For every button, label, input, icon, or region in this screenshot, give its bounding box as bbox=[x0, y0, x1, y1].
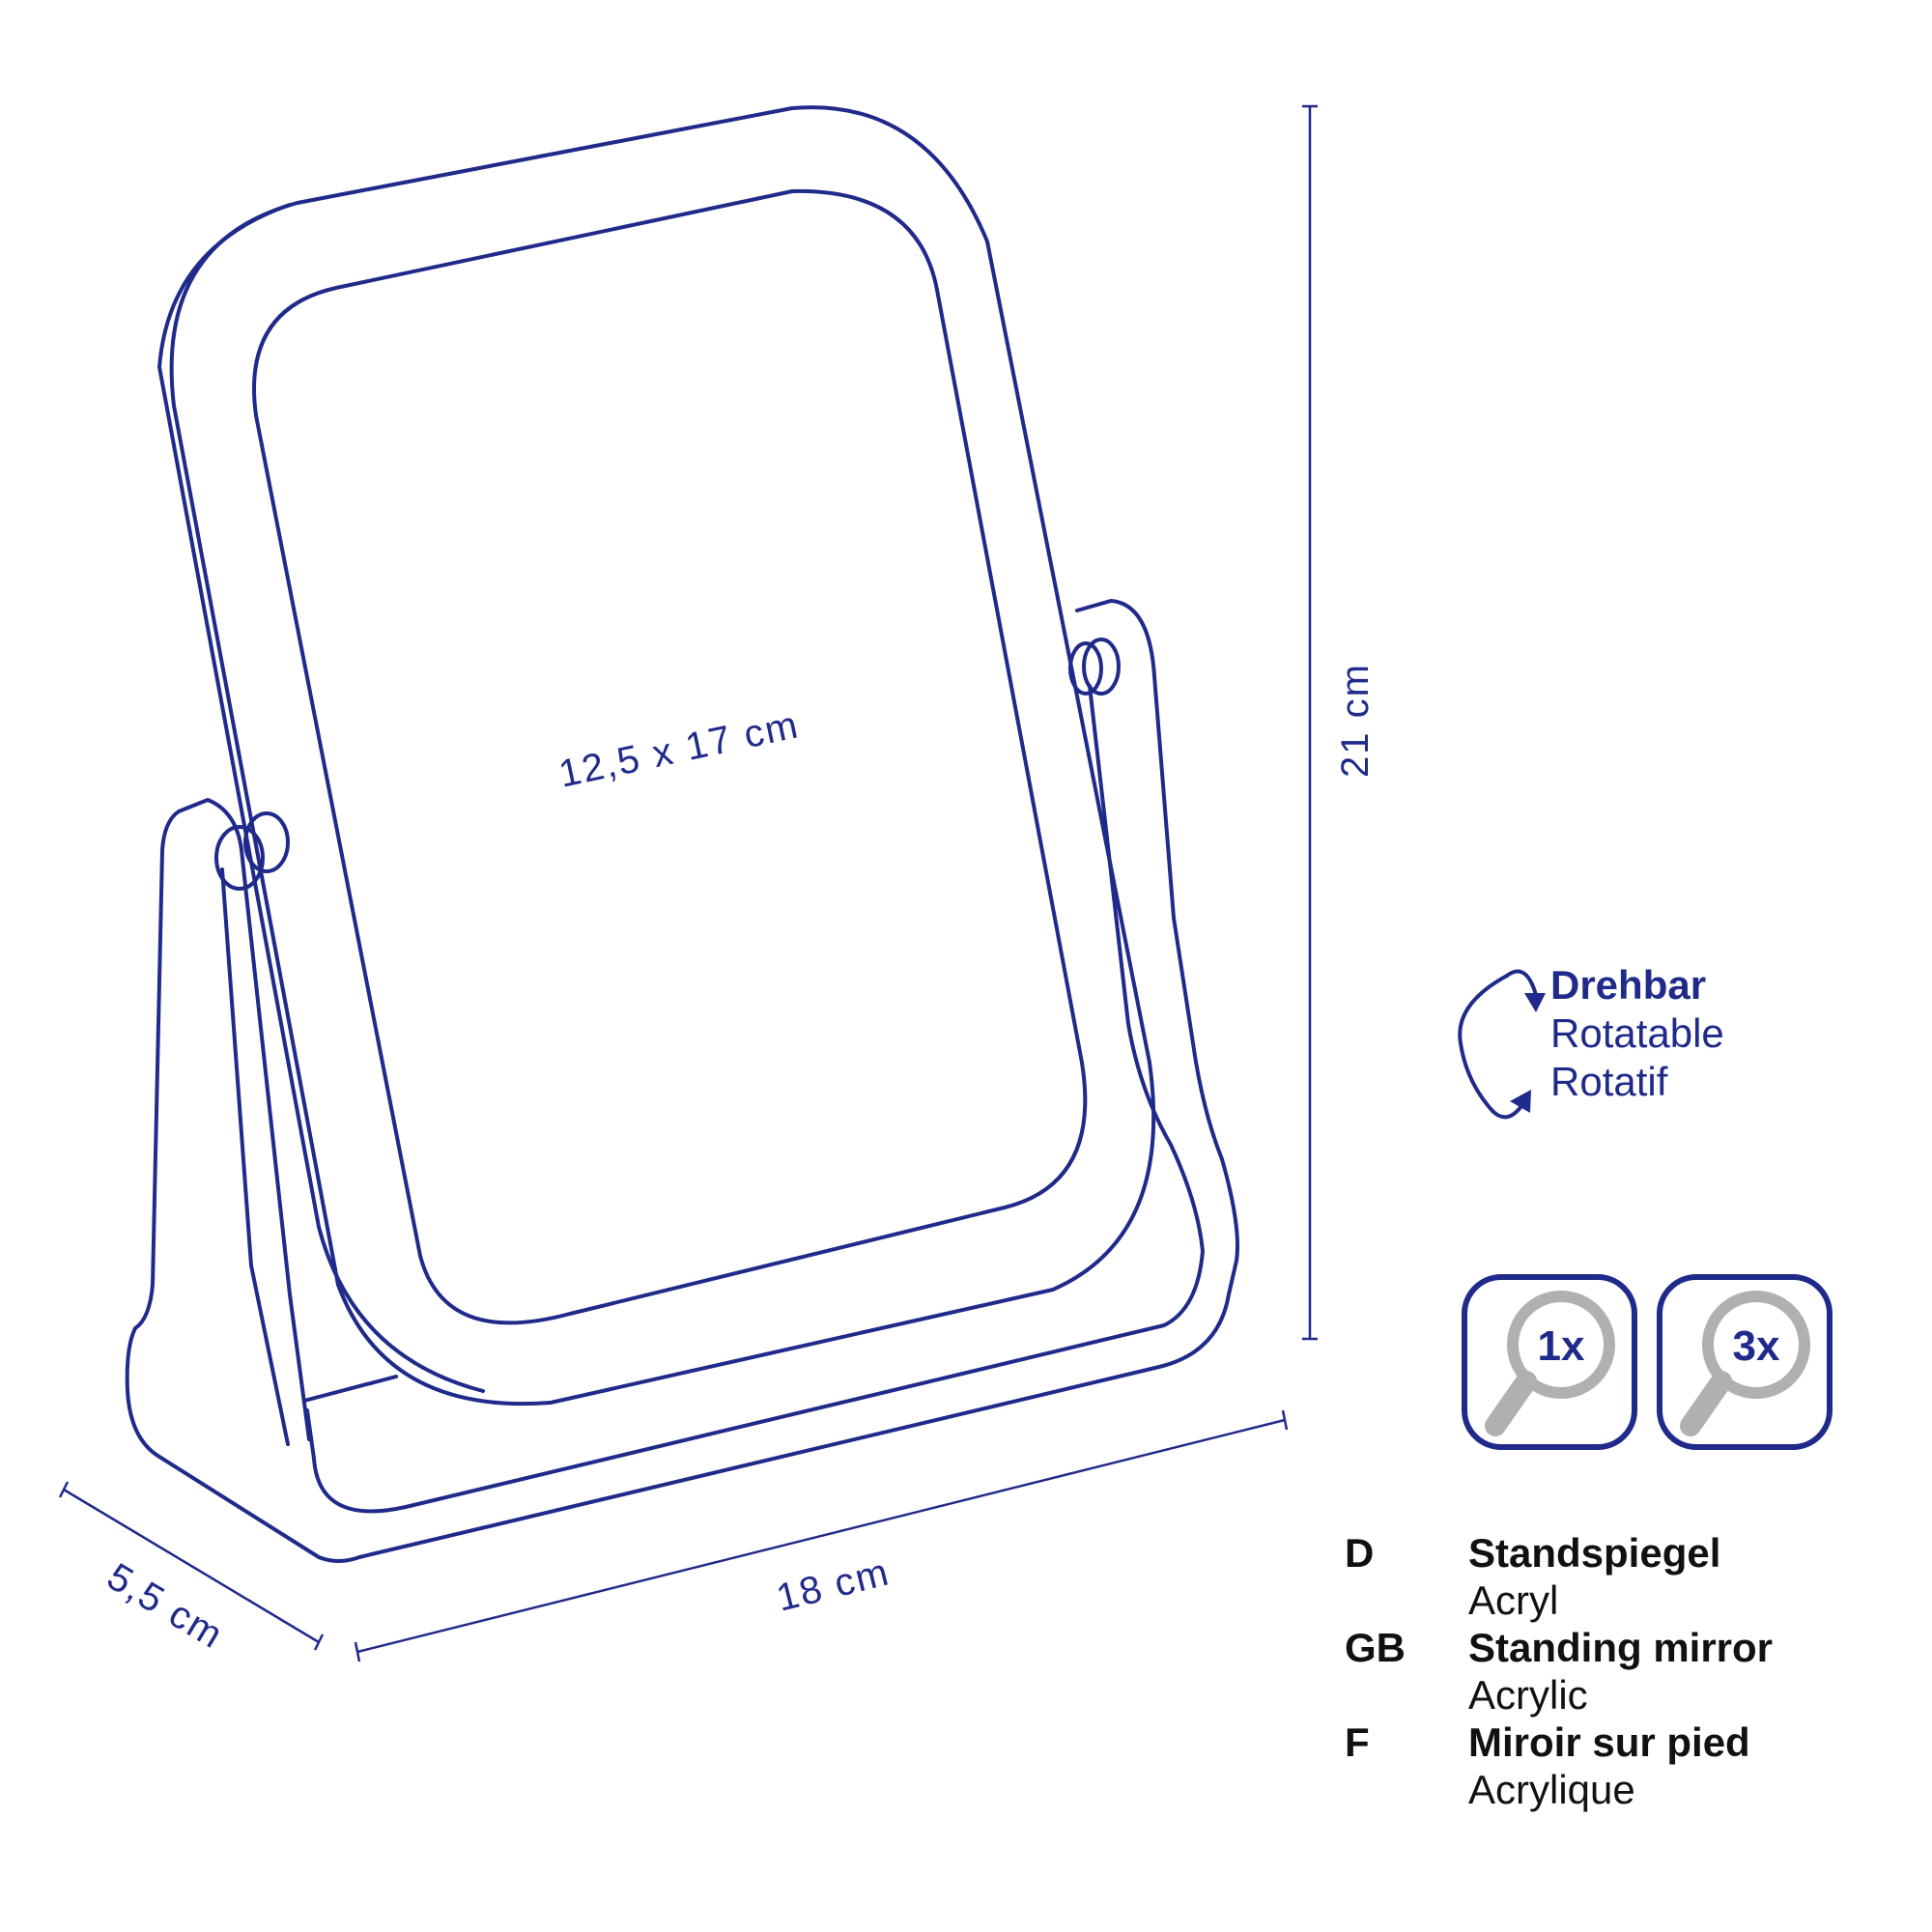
pivot-knob-left bbox=[214, 825, 265, 891]
height-label: 21 cm bbox=[1334, 663, 1377, 778]
legend-code: GB bbox=[1345, 1625, 1406, 1670]
mirror-frame-back bbox=[157, 203, 485, 1393]
feature-line-en: Rotatable bbox=[1550, 1010, 1724, 1056]
mirror-area-label: 12,5 x 17 cm bbox=[555, 703, 804, 796]
pivot-knob-right-back bbox=[1082, 638, 1121, 696]
stand-left-base bbox=[125, 810, 361, 1563]
rotate-arrows-icon bbox=[1458, 969, 1546, 1120]
feature-line-fr: Rotatif bbox=[1550, 1059, 1668, 1104]
badge-1x-label: 1x bbox=[1538, 1322, 1585, 1370]
width-label: 18 cm bbox=[773, 1550, 895, 1619]
pivot-knob-left-back bbox=[243, 811, 290, 873]
legend-entry-f: F Miroir sur pied Acrylique bbox=[1345, 1719, 1773, 1813]
legend-material: Acrylic bbox=[1468, 1672, 1588, 1718]
legend-entry-gb: GB Standing mirror Acrylic bbox=[1345, 1624, 1773, 1719]
stand-right-arm bbox=[305, 684, 1205, 1514]
legend-code: D bbox=[1345, 1530, 1375, 1576]
feature-line-de: Drehbar bbox=[1550, 962, 1707, 1008]
mirror-glass bbox=[252, 188, 1088, 1325]
stand-crossbar bbox=[302, 1375, 398, 1403]
legend-name: Standspiegel bbox=[1468, 1530, 1721, 1576]
stand-left-arm bbox=[177, 798, 311, 1441]
magnifier-icon bbox=[1507, 1291, 1615, 1399]
depth-label: 5,5 cm bbox=[99, 1555, 231, 1658]
pivot-knob-right bbox=[1068, 641, 1103, 696]
height-dimension: 21 cm bbox=[1302, 104, 1377, 1341]
legend-code: F bbox=[1345, 1719, 1370, 1765]
stand-left-arm-front bbox=[220, 867, 290, 1446]
magnifier-icon bbox=[1702, 1291, 1810, 1399]
legend-name: Miroir sur pied bbox=[1468, 1719, 1750, 1765]
depth-dimension: 5,5 cm bbox=[58, 1481, 325, 1658]
legend-material: Acryl bbox=[1468, 1577, 1559, 1623]
magnification-badge-1x: 1x bbox=[1462, 1274, 1637, 1450]
stand-base-plate bbox=[357, 599, 1239, 1559]
product-legend: D Standspiegel Acryl GB Standing mirror … bbox=[1345, 1529, 1773, 1813]
rotatable-feature: Drehbar Rotatable Rotatif bbox=[1550, 961, 1724, 1106]
magnification-badge-3x: 3x bbox=[1657, 1274, 1833, 1450]
mirror-frame-outer bbox=[169, 105, 1156, 1406]
badge-3x-label: 3x bbox=[1733, 1322, 1780, 1370]
legend-name: Standing mirror bbox=[1468, 1625, 1774, 1670]
legend-material: Acrylique bbox=[1468, 1767, 1635, 1812]
legend-entry-de: D Standspiegel Acryl bbox=[1345, 1529, 1773, 1624]
